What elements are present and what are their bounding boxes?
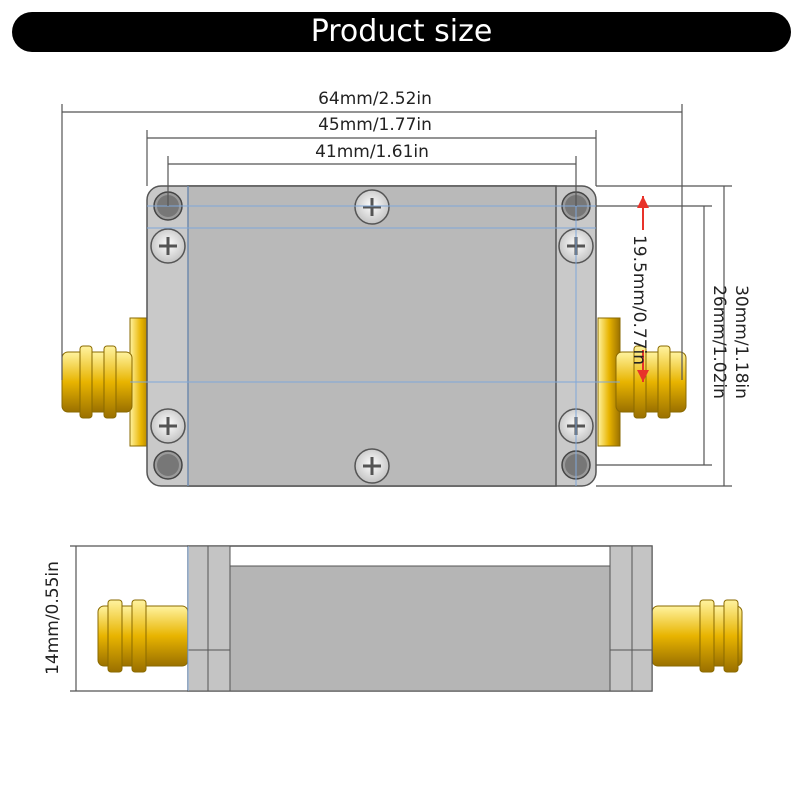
enclosure-body xyxy=(187,185,557,487)
title-banner: Product size xyxy=(12,12,791,52)
guide-lines xyxy=(130,186,620,486)
side-right-connector xyxy=(651,599,743,673)
mounting-span-label: 45mm/1.77in xyxy=(318,115,432,135)
dimension-lines xyxy=(61,104,732,487)
hole-spacing-label: 41mm/1.61in xyxy=(315,142,429,162)
body-height-label: 26mm/1.02in xyxy=(709,285,729,399)
thickness-dimension xyxy=(70,545,188,692)
overall-length-label: 64mm/2.52in xyxy=(318,89,432,109)
side-view xyxy=(97,545,743,692)
top-view xyxy=(61,185,687,487)
side-left-connector xyxy=(97,599,189,673)
thickness-label: 14mm/0.55in xyxy=(43,561,63,675)
connector-offset-label: 19.5mm/0.77in xyxy=(629,235,649,365)
overall-height-label: 30mm/1.18in xyxy=(731,285,751,399)
title: Product size xyxy=(310,14,493,49)
